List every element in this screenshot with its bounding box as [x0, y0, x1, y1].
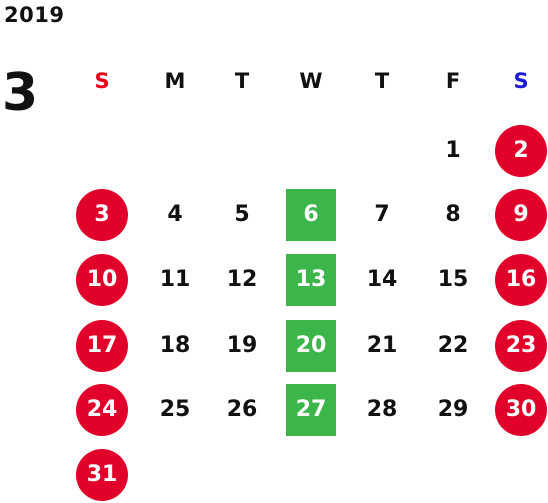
- day-cell[interactable]: 21: [366, 333, 398, 358]
- day-cell[interactable]: 4: [167, 202, 183, 227]
- day-cell[interactable]: 29: [437, 397, 469, 422]
- day-cell-holiday[interactable]: 2: [495, 125, 547, 177]
- day-cell-holiday[interactable]: 23: [495, 320, 547, 372]
- day-cell[interactable]: 14: [366, 267, 398, 292]
- day-cell-holiday[interactable]: 3: [76, 189, 128, 241]
- day-cell[interactable]: 12: [226, 267, 258, 292]
- day-cell[interactable]: 15: [437, 267, 469, 292]
- day-cell[interactable]: 8: [445, 202, 461, 227]
- day-cell[interactable]: 5: [234, 202, 250, 227]
- weekday-label-thursday: T: [374, 69, 390, 93]
- day-cell[interactable]: 1: [445, 138, 461, 163]
- weekday-label-saturday: S: [513, 69, 529, 93]
- day-cell[interactable]: 22: [437, 333, 469, 358]
- day-cell[interactable]: 11: [159, 267, 191, 292]
- day-cell-holiday[interactable]: 31: [76, 449, 128, 501]
- day-cell-holiday[interactable]: 9: [495, 189, 547, 241]
- weekday-label-friday: F: [445, 69, 461, 93]
- day-cell[interactable]: 25: [159, 397, 191, 422]
- day-cell-holiday[interactable]: 17: [76, 320, 128, 372]
- day-cell-holiday[interactable]: 16: [495, 254, 547, 306]
- weekday-label-sunday: S: [94, 69, 110, 93]
- calendar-year: 2019: [4, 3, 65, 27]
- day-cell-highlighted[interactable]: 13: [286, 254, 336, 306]
- day-cell-highlighted[interactable]: 6: [286, 189, 336, 241]
- weekday-label-tuesday: T: [234, 69, 250, 93]
- day-cell[interactable]: 26: [226, 397, 258, 422]
- day-cell[interactable]: 19: [226, 333, 258, 358]
- day-cell[interactable]: 7: [374, 202, 390, 227]
- day-cell[interactable]: 28: [366, 397, 398, 422]
- day-cell-holiday[interactable]: 30: [495, 384, 547, 436]
- calendar-month-number: 3: [2, 63, 39, 123]
- day-cell-highlighted[interactable]: 20: [286, 320, 336, 372]
- day-cell-holiday[interactable]: 24: [76, 384, 128, 436]
- day-cell[interactable]: 18: [159, 333, 191, 358]
- day-cell-highlighted[interactable]: 27: [286, 384, 336, 436]
- weekday-label-monday: M: [164, 69, 186, 93]
- weekday-label-wednesday: W: [299, 69, 323, 93]
- day-cell-holiday[interactable]: 10: [76, 254, 128, 306]
